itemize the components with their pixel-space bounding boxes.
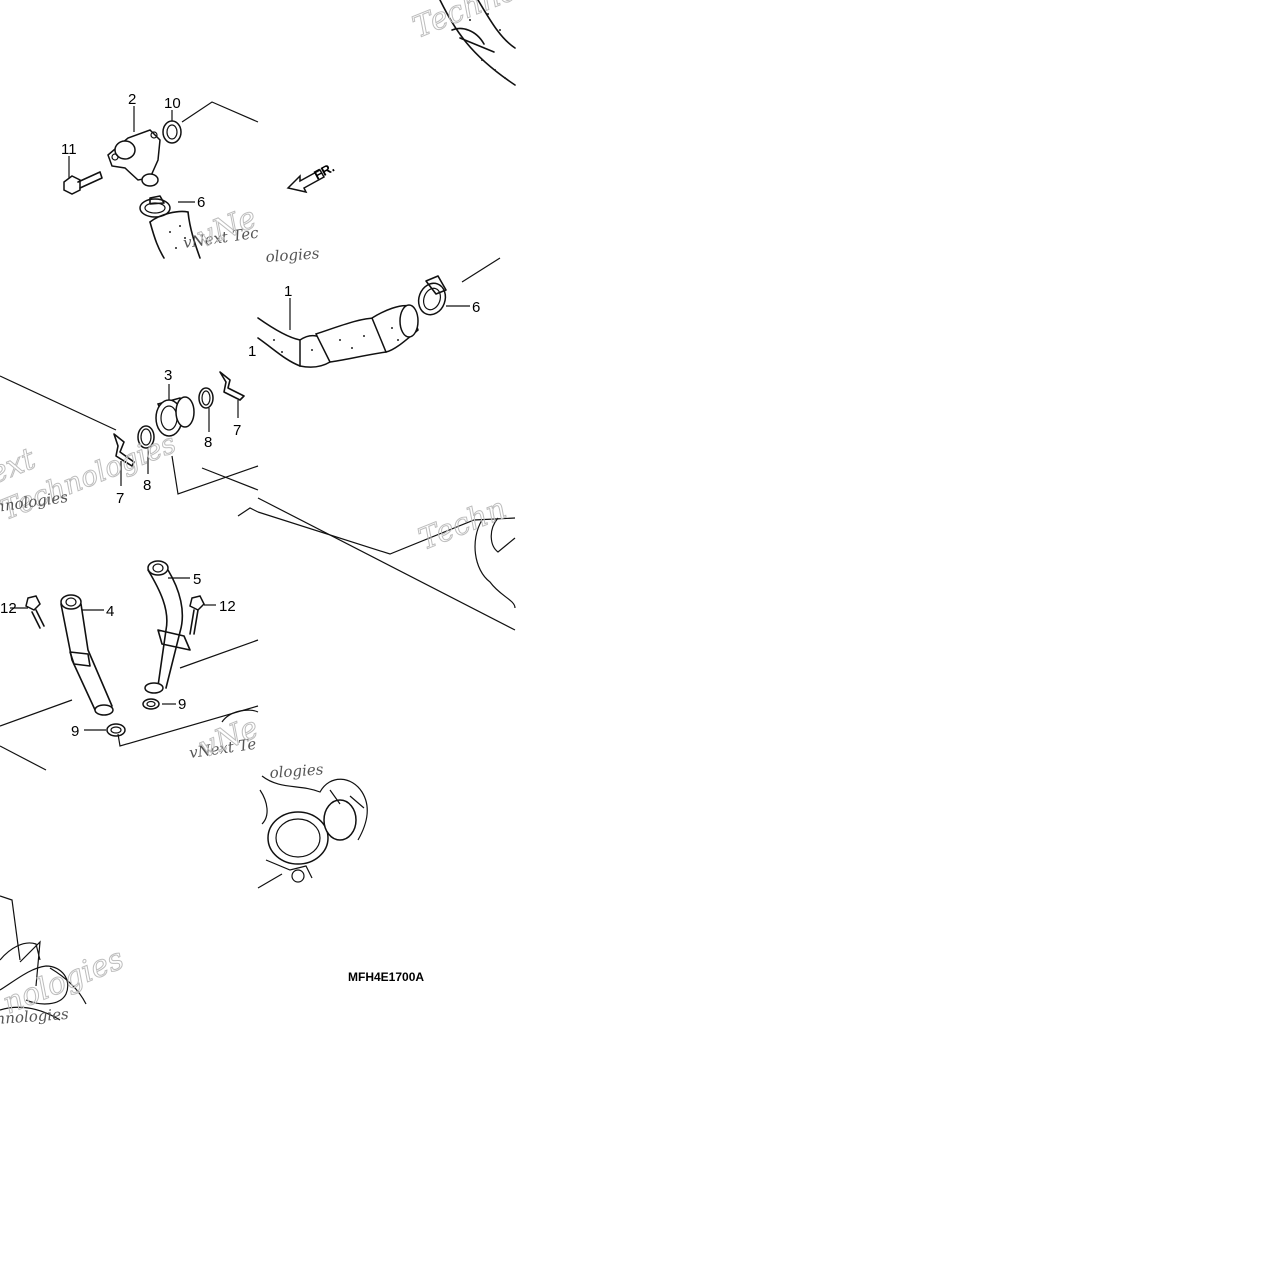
tile-engine-partial: nologies hnologies — [0, 895, 129, 1028]
callout-6a: 6 — [197, 194, 205, 211]
callout-12c: 1 — [248, 343, 256, 360]
callout-5: 5 — [193, 571, 201, 588]
tile-water-outlet: FR. 2 10 11 6 Techno vNext Tec vNe — [61, 0, 523, 259]
watermark-text: Techn — [414, 491, 511, 557]
callout-10: 10 — [164, 95, 181, 112]
watermark-text: ologies — [265, 244, 320, 266]
callout-9b: 9 — [71, 723, 79, 740]
bolt-part — [25, 595, 45, 629]
o-ring-part — [198, 387, 214, 409]
bolt-part — [63, 171, 103, 195]
water-pipe-part — [60, 594, 114, 716]
callout-3: 3 — [164, 367, 172, 384]
callout-12a: 12 — [0, 600, 17, 617]
callout-8a: 8 — [143, 477, 151, 494]
watermark-text: hnologies — [0, 1005, 70, 1028]
tile-engine-detail: ologies MFH4E1700A — [257, 760, 424, 984]
watermark-text: ologies — [269, 760, 324, 782]
water-outlet-part — [107, 129, 161, 187]
water-pipe-part — [144, 560, 191, 694]
callout-9a: 9 — [178, 696, 186, 713]
o-ring-part — [106, 723, 126, 737]
hose-clamp-part — [139, 195, 171, 218]
water-joint-part — [155, 396, 195, 437]
callout-12b: 12 — [219, 598, 236, 615]
callout-1: 1 — [284, 283, 292, 300]
tile-radiator-hose: 1 6 1 ologies Techn — [237, 244, 516, 631]
bolt-part — [189, 595, 205, 635]
callout-8b: 8 — [204, 434, 212, 451]
callout-2: 2 — [128, 91, 136, 108]
tile-water-pipes: 12 4 5 12 9 9 vNext Te vNe — [0, 560, 264, 771]
clip-part — [113, 433, 135, 467]
o-ring-part — [162, 120, 182, 144]
callout-7b: 7 — [233, 422, 241, 439]
front-direction-arrow-icon: FR. — [286, 160, 337, 194]
tile-water-joint: 3 8 7 8 7 ext Technologies hnologies — [0, 367, 259, 527]
callout-11: 11 — [61, 141, 77, 158]
o-ring-part — [142, 698, 160, 710]
hose-clamp-part — [417, 275, 447, 316]
radiator-hose-background — [439, 0, 516, 86]
callout-7a: 7 — [116, 490, 124, 507]
diagram-code: MFH4E1700A — [348, 970, 424, 984]
watermark-text: vNe — [194, 710, 264, 765]
callout-4: 4 — [106, 603, 114, 620]
clip-part — [219, 371, 245, 401]
radiator-hose-part — [257, 304, 419, 368]
callout-6b: 6 — [472, 299, 480, 316]
